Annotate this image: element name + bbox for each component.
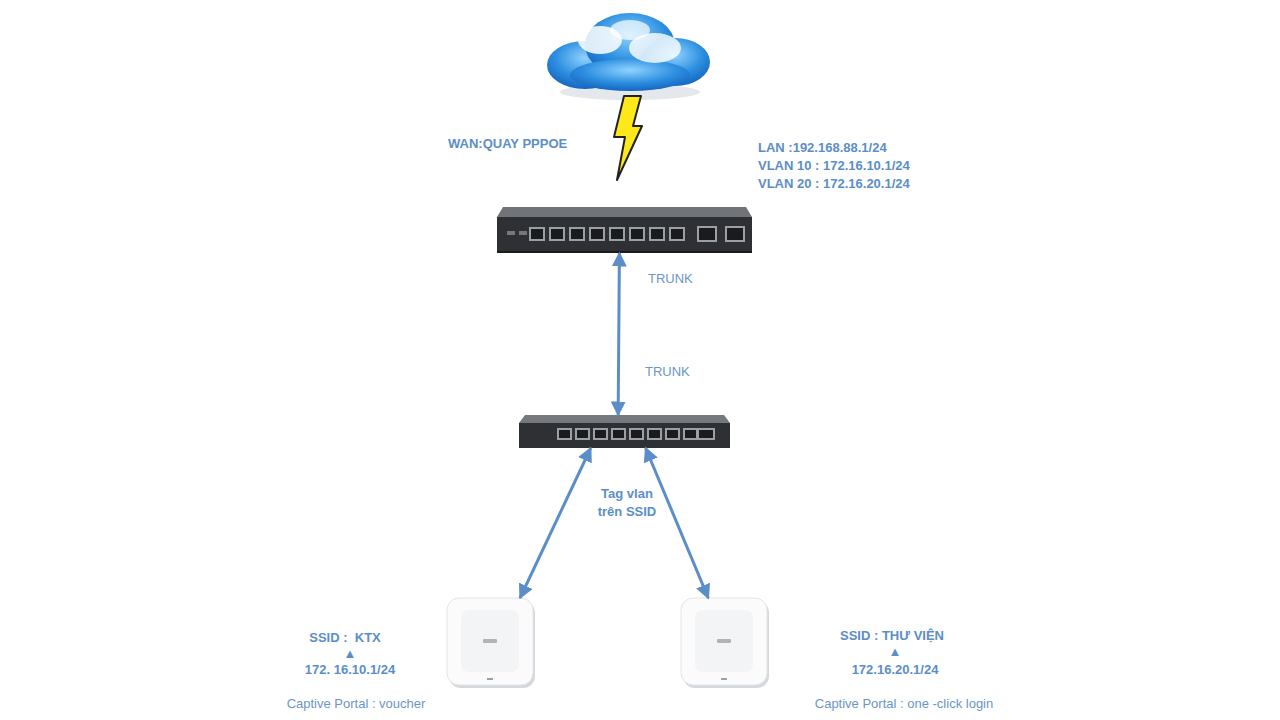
ssid-label: SSID : THƯ VIỆN	[840, 627, 944, 645]
trunk-label: TRUNK	[645, 363, 690, 381]
trunk-connector	[618, 253, 619, 415]
lan-address: LAN :192.168.88.1/24	[758, 139, 887, 157]
edge-label: TRUNK	[648, 270, 693, 288]
router-device: WAN:QUAY PPPOELAN :192.168.88.1/24VLAN 1…	[497, 207, 752, 253]
portal-label: Captive Portal : one -click login	[815, 695, 993, 713]
access-point-shape	[447, 598, 535, 688]
pointer-mark: ▲	[889, 643, 902, 661]
trunk-connector	[646, 448, 709, 598]
ssid-label: SSID : KTX	[309, 629, 381, 647]
vlan-address: VLAN 10 : 172.16.10.1/24	[758, 157, 910, 175]
switch-device: Tag vlan trên SSID	[519, 415, 730, 448]
pointer-mark: ▲	[344, 645, 357, 663]
subnet-label: 172. 16.10.1/24	[305, 661, 395, 679]
subnet-label: 172.16.20.1/24	[852, 661, 939, 679]
cloud-icon	[547, 13, 710, 100]
trunk-connector	[520, 448, 591, 598]
vlan-address: VLAN 20 : 172.16.20.1/24	[758, 175, 910, 193]
access-point-shape	[681, 598, 769, 688]
wan-label: WAN:QUAY PPPOE	[448, 135, 567, 153]
tag-vlan-note: Tag vlan trên SSID	[589, 485, 665, 521]
router-device-shape	[497, 207, 752, 253]
switch-device-shape	[519, 415, 730, 448]
access-point: SSID : KTX▲172. 16.10.1/24Captive Portal…	[447, 598, 535, 688]
lightning-bolt	[614, 96, 642, 180]
portal-label: Captive Portal : voucher	[287, 695, 426, 713]
access-point: SSID : THƯ VIỆN▲172.16.20.1/24Captive Po…	[681, 598, 769, 688]
